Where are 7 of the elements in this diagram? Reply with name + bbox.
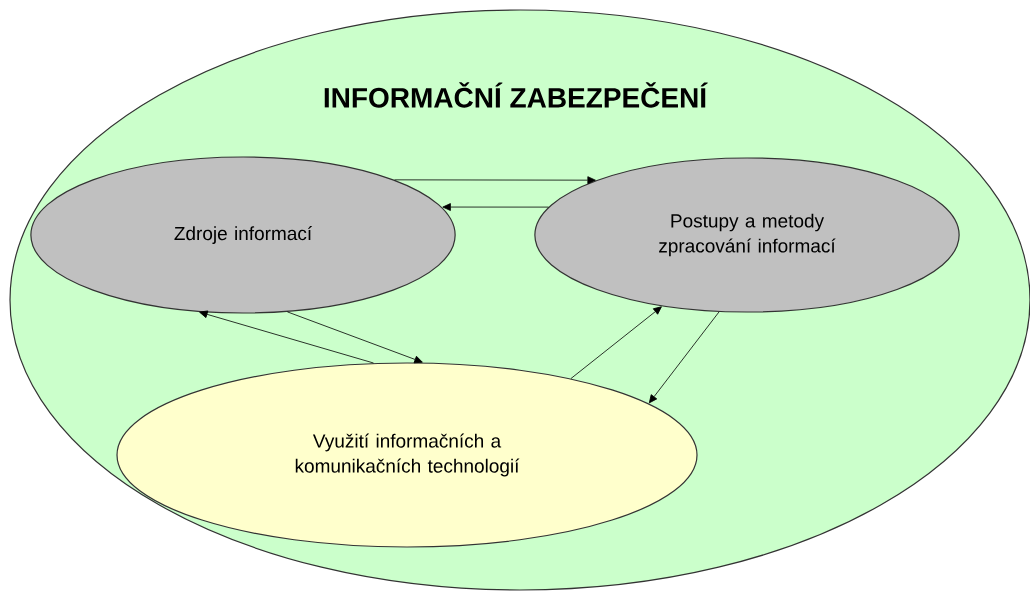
arrow [199,310,374,364]
arrow [570,306,662,379]
arrow [287,311,423,364]
arrow [442,203,549,211]
arrow [648,311,720,404]
heading: INFORMAČNÍ ZABEZPEČENÍ [324,82,708,108]
arrow [394,176,596,185]
